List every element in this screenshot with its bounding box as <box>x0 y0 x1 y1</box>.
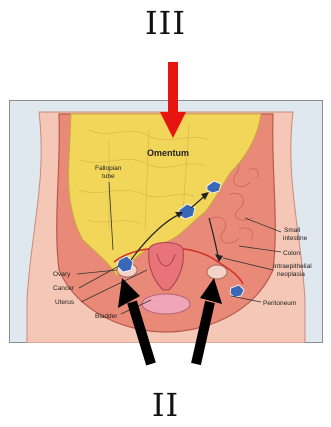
red-arrow <box>160 62 186 138</box>
black-arrow-right <box>196 278 222 364</box>
black-arrow-left <box>118 278 151 364</box>
label-ii: II <box>0 386 331 424</box>
